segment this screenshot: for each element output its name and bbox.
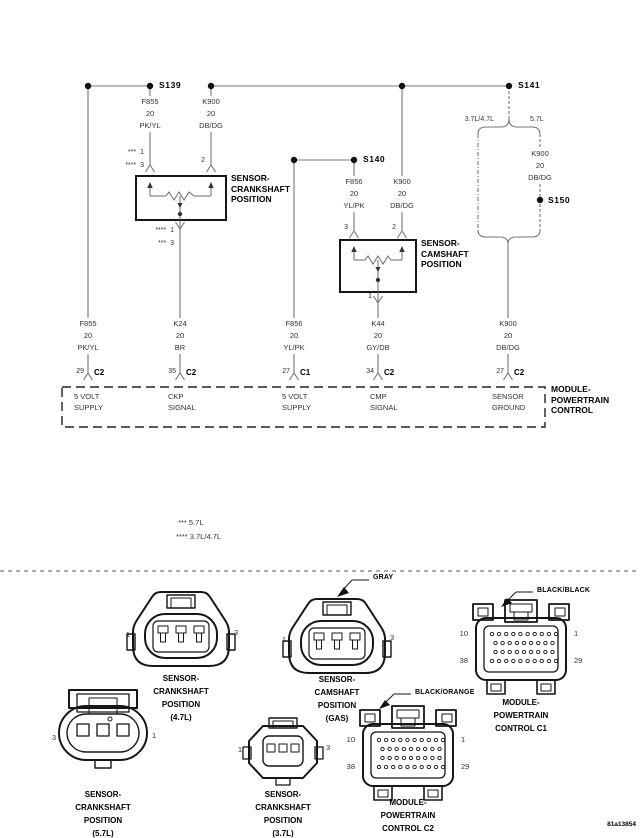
cmp-gas-pin-right: 3	[390, 633, 395, 642]
pcm-func-sensor-ground: SENSOR GROUND	[492, 392, 526, 412]
ckp-bottom-pin-markers: **** 1 *** 3	[155, 227, 174, 247]
pcm-conn-35: C2	[186, 368, 197, 377]
ckp37-label: SENSOR- CRANKSHAFT POSITION (3.7L)	[255, 790, 311, 838]
splice-label-s150: S150	[548, 195, 571, 205]
pcm-c1-pin-tl: 10	[459, 629, 468, 638]
wire-label-k24: K24 20 BR	[171, 318, 189, 354]
cmp-pin3: 3	[344, 224, 348, 231]
camshaft-sensor-label: SENSOR- CAMSHAFT POSITION	[421, 238, 469, 269]
pcm-func-5v-ckp: 5 VOLT SUPPLY	[74, 392, 104, 412]
connector-art-pcm-c1	[472, 591, 570, 695]
cmp-gas-color-label: GRAY	[373, 574, 394, 581]
splice-label-s140: S140	[363, 154, 386, 164]
splice-label-s139: S139	[159, 80, 182, 90]
cmp-gas-label: SENSOR- CAMSHAFT POSITION (GAS)	[314, 675, 360, 723]
pcm-pin-27c1: 27	[282, 368, 290, 375]
engine-notes: *** 5.7L **** 3.7L/4.7L	[176, 518, 222, 541]
pcm-c1-pin-tr: 1	[574, 629, 579, 638]
pcm-c1-pin-br: 29	[574, 656, 583, 665]
gray-arrow	[337, 587, 349, 597]
pcm-c1-pin-bl: 38	[459, 656, 468, 665]
split-brace-top	[477, 118, 541, 135]
ckp37-pin-left: 1	[237, 745, 242, 754]
connector-art-ckp-47	[126, 591, 236, 667]
pcm-c2-label: MODULE- POWERTRAIN CONTROL C2	[380, 798, 436, 833]
connector-art-ckp-37	[242, 717, 324, 786]
pcm-c2-color-label: BLACK/ORANGE	[415, 689, 475, 696]
black-black-arrow	[501, 598, 512, 607]
pcm-pin-34: 34	[366, 368, 374, 375]
wire-label-k900-bot: K900 20 DB/DG	[494, 318, 522, 354]
wire-label-k900-cmp: K900 20 DB/DG	[388, 176, 416, 212]
branch-label-37-47: 3.7L/4.7L	[464, 116, 494, 123]
camshaft-sensor-box	[339, 239, 417, 293]
pcm-c1-label: MODULE- POWERTRAIN CONTROL C1	[493, 698, 549, 733]
pcm-label: MODULE- POWERTRAIN CONTROL	[551, 384, 610, 415]
pcm-conn-34: C2	[384, 368, 395, 377]
crankshaft-sensor-label: SENSOR- CRANKSHAFT POSITION	[231, 173, 291, 204]
pcm-pin-27c2: 27	[496, 368, 504, 375]
wire-label-f855-top: F855 20 PK/YL	[137, 96, 163, 132]
pcm-conn-29: C2	[94, 368, 105, 377]
ckp57-pin-right: 1	[152, 731, 157, 740]
pcm-c1-color-label: BLACK/BLACK	[537, 587, 591, 594]
connector-art-ckp-57	[58, 689, 148, 769]
pcm-conn-27c2: C2	[514, 368, 525, 377]
pcm-conn-27c1: C1	[300, 368, 311, 377]
splice-dot-s141	[505, 82, 513, 90]
splice-label-s141: S141	[518, 80, 541, 90]
splice-dot-s139	[146, 82, 154, 90]
wire-label-k44: K44 20 GY/DB	[364, 318, 392, 354]
cmp-pin1: 1	[368, 293, 372, 300]
pcm-c2-pin-tl: 10	[346, 735, 355, 744]
pcm-func-cmp-signal: CMP SIGNAL	[370, 392, 398, 412]
ckp37-pin-right: 3	[326, 743, 331, 752]
pcm-pin-35: 35	[168, 368, 176, 375]
wire-label-f856-bot: F856 20 YL/PK	[281, 318, 307, 354]
pcm-c2-pin-bl: 38	[346, 762, 355, 771]
ckp-top-pin-markers: *** 1 **** 3	[125, 149, 144, 169]
splice-dot-s150	[536, 196, 544, 204]
wire-label-k900-57: K900 20 DB/DG	[526, 148, 554, 184]
ckp47-pin-right: 3	[234, 628, 239, 637]
wire-label-f856-s140: F856 20 YL/PK	[341, 176, 367, 212]
figure-id: 81a13854	[607, 821, 636, 828]
splice-dots	[84, 82, 544, 204]
splice-dot-s140	[350, 156, 358, 164]
pcm-func-ckp-signal: CKP SIGNAL	[168, 392, 196, 412]
connector-art-cmp-gas	[282, 579, 392, 674]
pcm-func-5v-cmp: 5 VOLT SUPPLY	[282, 392, 312, 412]
pcm-c2-pin-br: 29	[461, 762, 470, 771]
ckp57-label: SENSOR- CRANKSHAFT POSITION (5.7L)	[75, 790, 131, 838]
pcm-dashed-box	[61, 386, 546, 428]
ckp-pin2: 2	[201, 157, 205, 164]
black-orange-arrow	[379, 700, 390, 709]
ckp47-label: SENSOR- CRANKSHAFT POSITION (4.7L)	[153, 674, 209, 722]
crankshaft-sensor-box	[135, 175, 227, 221]
pcm-pin-29: 29	[76, 368, 84, 375]
branch-label-57: 5.7L	[530, 116, 544, 123]
cmp-pin2: 2	[392, 224, 396, 231]
ckp47-pin-left: 1	[125, 630, 130, 639]
wire-label-k900-ckp: K900 20 DB/DG	[197, 96, 225, 132]
pcm-c2-pin-tr: 1	[461, 735, 466, 744]
cmp-gas-pin-left: 1	[281, 635, 286, 644]
connector-art-pcm-c2	[359, 693, 457, 801]
wire-label-f855-bot: F855 20 PK/YL	[75, 318, 101, 354]
merge-brace-bottom	[477, 229, 541, 245]
ckp57-pin-left: 3	[51, 733, 56, 742]
